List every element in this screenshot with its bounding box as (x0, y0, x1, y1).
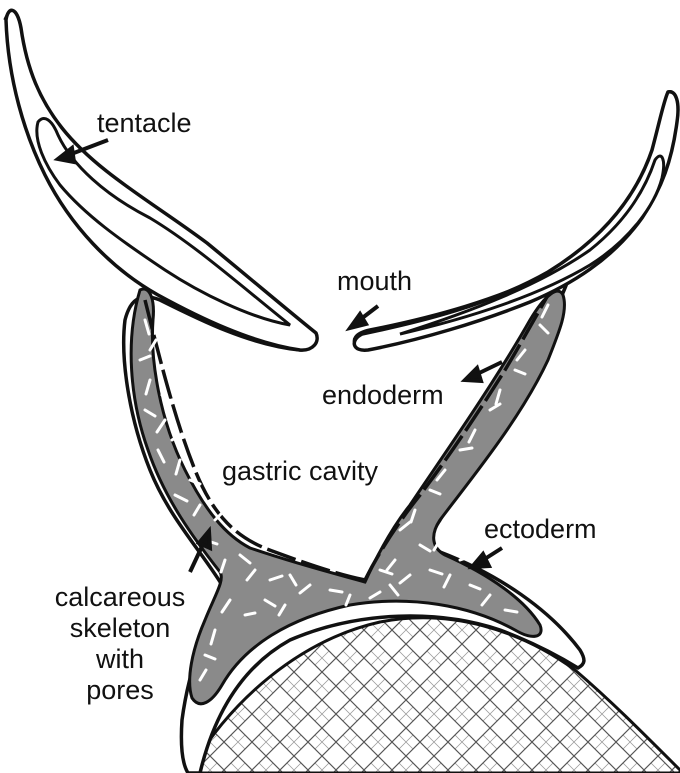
arrows (53, 138, 504, 573)
skeleton-pores (138, 303, 550, 682)
endoderm-boundary-right (363, 294, 550, 581)
label-skeleton: calcareous skeleton with pores (20, 582, 220, 706)
label-tentacle: tentacle (97, 108, 192, 138)
right-tentacle-cavity (399, 154, 666, 336)
label-mouth: mouth (337, 266, 413, 296)
endoderm-boundary (143, 299, 366, 582)
calcareous-skeleton (129, 287, 567, 706)
label-ectoderm: ectoderm (484, 514, 597, 544)
label-gastric-cavity: gastric cavity (222, 456, 379, 486)
label-endoderm: endoderm (322, 380, 444, 410)
label-skeleton-line-1: calcareous (54, 582, 186, 612)
label-skeleton-line-2: skeleton (69, 613, 171, 643)
label-skeleton-line-4: pores (86, 675, 154, 705)
label-skeleton-line-3: with (95, 644, 144, 674)
